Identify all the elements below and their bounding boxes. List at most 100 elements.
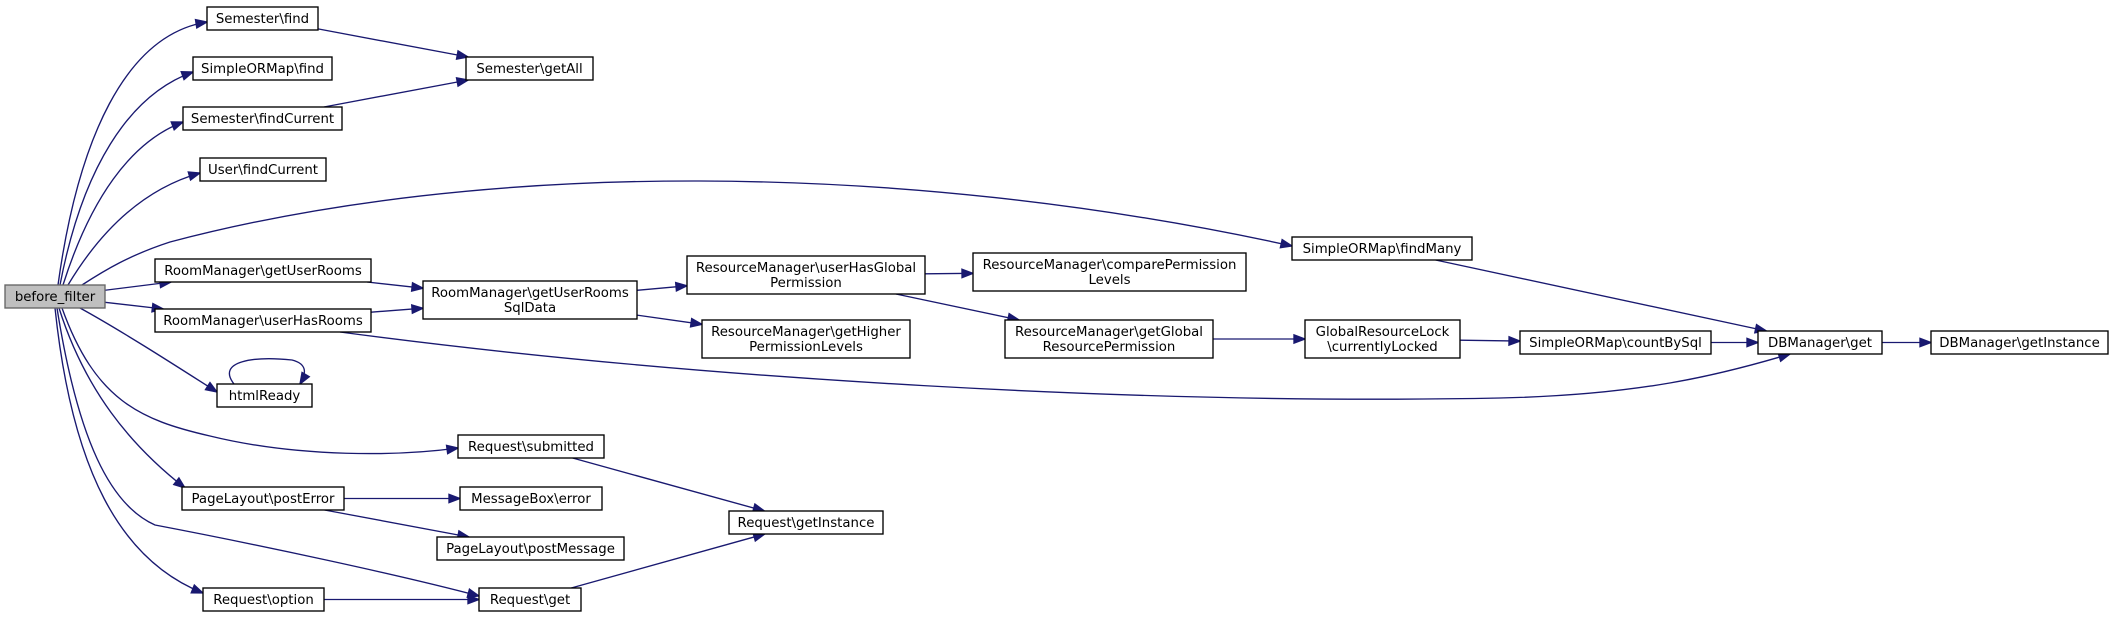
node-req-submitted[interactable]: Request\submitted [457,434,605,459]
node-label: htmlReady [229,389,301,404]
arrowhead-icon [674,281,689,292]
edge-before_filter-to-pl_postError [58,307,187,490]
node-box[interactable] [686,255,926,295]
node-sem-find[interactable]: Semester\find [206,6,319,31]
node-box[interactable] [1291,236,1473,261]
node-before-filter[interactable]: before_filter [4,284,106,309]
edge-htmlReady-to-htmlReady [228,358,311,386]
node-box[interactable] [459,486,603,511]
node-grl-currentlyLocked[interactable]: GlobalResourceLock\currentlyLocked [1304,319,1461,359]
node-label: RoomManager\userHasRooms [163,314,363,329]
node-label: ResourceManager\comparePermission [983,258,1237,273]
node-box[interactable] [181,486,345,511]
node-box[interactable] [1930,330,2109,355]
node-label: Levels [1088,273,1130,288]
node-label: GlobalResourceLock [1316,325,1450,340]
node-box[interactable] [422,280,638,320]
node-label: Permission [770,276,842,291]
node-box[interactable] [202,587,325,612]
edge-line [317,28,469,58]
node-resm-getGlobalResourcePermission[interactable]: ResourceManager\getGlobalResourcePermiss… [1004,319,1214,359]
node-req-option[interactable]: Request\option [202,587,325,612]
node-box[interactable] [465,56,594,81]
node-box[interactable] [1519,330,1712,355]
arrowhead-icon [1508,335,1522,347]
node-pl-postError[interactable]: PageLayout\postError [181,486,345,511]
node-box[interactable] [436,536,625,561]
node-box[interactable] [154,308,372,333]
edge-rm_userHasRooms-to-rm_getUserRoomsSqlData [370,303,425,315]
node-box[interactable] [199,157,327,182]
node-user-findCurrent[interactable]: User\findCurrent [199,157,327,182]
edge-line [54,307,204,594]
edge-before_filter-to-orm_findMany [81,180,1294,286]
arrowhead-icon [180,71,195,81]
node-rm-userHasRooms[interactable]: RoomManager\userHasRooms [154,308,372,333]
edge-before_filter-to-req_option [54,307,205,594]
edge-line [323,79,469,108]
arrowhead-icon [961,268,975,279]
edge-req_option-to-req_get [324,594,481,605]
node-pl-postMessage[interactable]: PageLayout\postMessage [436,536,625,561]
edge-line [571,533,765,589]
node-box[interactable] [182,106,343,131]
edge-line [339,331,1791,400]
node-req-getInstance[interactable]: Request\getInstance [728,510,884,535]
node-rm-getUserRooms[interactable]: RoomManager\getUserRooms [154,258,372,283]
edge-before_filter-to-orm_find [59,71,195,286]
node-box[interactable] [4,284,106,309]
node-label: RoomManager\getUserRooms [164,264,362,279]
edge-line [79,307,218,393]
node-sem-getAll[interactable]: Semester\getAll [465,56,594,81]
node-label: ResourceManager\getHigher [711,325,901,340]
edge-before_filter-to-req_submitted [61,307,460,455]
edge-line [572,457,765,512]
arrowhead-icon [1919,337,1933,348]
edge-line [58,307,186,489]
node-label: User\findCurrent [208,163,318,178]
node-label: Semester\findCurrent [191,112,334,127]
edge-line [56,307,480,597]
node-box[interactable] [478,587,582,612]
node-box[interactable] [216,383,313,408]
node-box[interactable] [1757,330,1883,355]
node-box[interactable] [1004,319,1214,359]
node-db-getInstance[interactable]: DBManager\getInstance [1930,330,2109,355]
node-req-get[interactable]: Request\get [478,587,582,612]
arrowhead-icon [1746,337,1760,348]
node-db-get[interactable]: DBManager\get [1757,330,1883,355]
node-sem-findCurrent[interactable]: Semester\findCurrent [182,106,343,131]
node-label: DBManager\get [1768,336,1872,351]
edge-line [62,121,184,286]
edge-pl_postError-to-mb_error [344,493,462,504]
edge-sem_find-to-sem_getAll [317,28,470,60]
edge-rm_getUserRoomsSqlData-to-resm_getHigherPermissionLevels [636,314,704,328]
node-orm-find[interactable]: SimpleORMap\find [192,56,333,81]
node-orm-findMany[interactable]: SimpleORMap\findMany [1291,236,1473,261]
edge-line [81,180,1293,286]
node-box[interactable] [154,258,372,283]
edge-line [324,509,470,538]
node-box[interactable] [701,319,911,359]
node-mb-error[interactable]: MessageBox\error [459,486,603,511]
node-box[interactable] [206,6,319,31]
node-box[interactable] [972,252,1247,292]
node-resm-getHigherPermissionLevels[interactable]: ResourceManager\getHigherPermissionLevel… [701,319,911,359]
node-label: PageLayout\postError [192,492,336,507]
node-label: MessageBox\error [471,492,591,507]
node-htmlReady[interactable]: htmlReady [216,383,313,408]
node-label: Semester\getAll [476,62,582,77]
node-box[interactable] [457,434,605,459]
edge-grl_currentlyLocked-to-orm_countBySql [1459,335,1522,347]
edge-line [895,293,1020,321]
nodes-layer: before_filter Semester\findSimpleORMap\fi… [4,6,2109,612]
node-box[interactable] [1304,319,1461,359]
node-label: Semester\find [216,12,309,27]
node-orm-countBySql[interactable]: SimpleORMap\countBySql [1519,330,1712,355]
edge-rm_getUserRoomsSqlData-to-resm_userHasGlobalPermission [636,281,689,292]
node-box[interactable] [192,56,333,81]
node-box[interactable] [728,510,884,535]
